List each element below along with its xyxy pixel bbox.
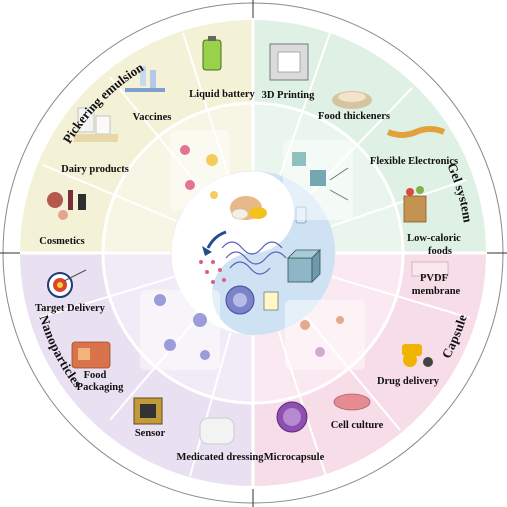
label-drug-delivery: Drug delivery: [377, 376, 440, 387]
curved-arrow-head-icon: [202, 246, 212, 256]
label-medicated-dressing: Medicated dressing: [176, 452, 264, 463]
egg-icon: [230, 196, 267, 220]
flexible-electronics-icon: [386, 126, 446, 138]
beaker-icon: [263, 291, 279, 311]
food-thickeners-icon: [332, 91, 372, 109]
capsule-mechanism-sketch: [285, 300, 365, 370]
gel-cube-icon: [287, 249, 321, 283]
label-dairy-products: Dairy products: [61, 164, 129, 175]
label-food-thickeners: Food thickeners: [318, 111, 390, 122]
label-microcapsule: Microcapsule: [264, 452, 325, 463]
label-3d-printing: 3D Printing: [262, 90, 316, 101]
cosmetics-icon: [47, 190, 86, 220]
cell-culture-icon: [333, 393, 371, 411]
label-pvdf-2: membrane: [412, 286, 461, 297]
liquid-battery-icon: [202, 36, 222, 71]
label-food-packaging-2: Packaging: [77, 382, 124, 393]
food-packaging-icon: [71, 341, 111, 369]
pvdf-membrane-icon: [411, 261, 449, 277]
label-target-delivery: Target Delivery: [35, 303, 106, 314]
low-caloric-foods-icon: [403, 186, 427, 223]
nanoparticle-mechanism-sketch: [140, 290, 220, 370]
label-vaccines: Vaccines: [133, 112, 172, 123]
label-sensor: Sensor: [135, 428, 166, 439]
particle-sphere-icon: [225, 285, 255, 315]
label-low-caloric-1: Low-caloric: [407, 233, 461, 244]
microcapsule-icon: [276, 401, 308, 433]
gel-mechanism-sketch: [283, 140, 353, 220]
label-liquid-battery: Liquid battery: [189, 89, 255, 100]
drug-delivery-icon: [402, 344, 433, 367]
printer-3d-icon: [269, 43, 309, 81]
label-low-caloric-2: foods: [428, 246, 452, 257]
protein-particles-icon: [199, 260, 226, 284]
label-flexible-electronics: Flexible Electronics: [370, 156, 458, 167]
medicated-dressing-icon: [199, 417, 235, 445]
sensor-icon: [133, 397, 163, 425]
target-delivery-icon: [47, 269, 87, 298]
label-food-packaging-1: Food: [84, 370, 107, 381]
curved-arrow-icon: [206, 230, 227, 249]
pickering-mechanism-sketch: [170, 130, 230, 210]
label-cosmetics: Cosmetics: [39, 236, 85, 247]
vial-icon: [295, 206, 307, 224]
dairy-products-icon: [74, 107, 118, 142]
label-pvdf-1: PVDF: [420, 273, 448, 284]
vaccines-icon: [125, 66, 165, 92]
protein-network-icon: [221, 241, 287, 275]
label-cell-culture: Cell culture: [331, 420, 384, 431]
